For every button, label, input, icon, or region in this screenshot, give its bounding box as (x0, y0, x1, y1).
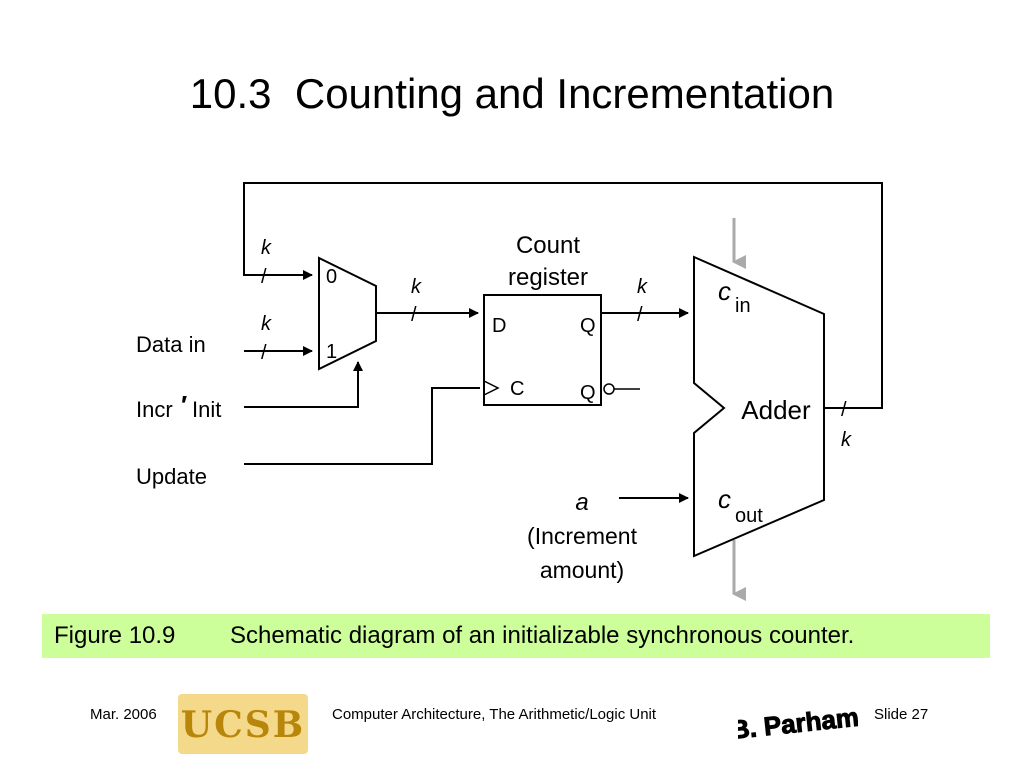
bus-slash: / (261, 266, 267, 288)
bus-slash: / (637, 304, 643, 326)
register-label-line1: Count (516, 232, 580, 259)
incr-init-wire (244, 361, 363, 408)
register-c-label: C (510, 378, 524, 400)
carry-out-c: c (718, 484, 731, 514)
carry-in-sub: in (735, 295, 751, 317)
incr-init-label-a: Incr (136, 397, 173, 422)
author-logo: B. Parhami (738, 700, 858, 745)
counter-schematic: 0 1 Count register D Q C Q Adder c in c … (136, 182, 883, 601)
adder-label: Adder (741, 395, 811, 425)
adder (693, 255, 825, 558)
footer-course: Computer Architecture, The Arithmetic/Lo… (332, 706, 657, 723)
mux-input-1-label: 1 (326, 341, 337, 363)
bus-slash: / (261, 342, 267, 364)
figure-number: Figure 10.9 (54, 622, 176, 649)
bus-width-label: k (411, 276, 422, 298)
multiplexer (318, 256, 377, 371)
bus-width-label: k (637, 276, 648, 298)
carry-in-c: c (718, 276, 731, 306)
bus-slash: / (841, 399, 847, 421)
update-label: Update (136, 464, 207, 489)
figure-caption: Figure 10.9 Schematic diagram of an init… (42, 614, 990, 658)
bus-width-label: k (261, 313, 272, 335)
bus-slash: / (411, 304, 417, 326)
q-bar-bubble (603, 383, 615, 395)
clock-triangle (483, 380, 500, 396)
update-wire (244, 387, 480, 465)
bus-width-label: k (841, 429, 852, 451)
footer-slide-number: Slide 27 (874, 706, 929, 723)
data-in-label: Data in (136, 332, 206, 357)
slide-title: 10.3 Counting and Incrementation (189, 70, 835, 117)
author-logo-text: B. Parhami (738, 701, 858, 745)
feedback-wire (243, 182, 883, 409)
register-q-bar-label: Q (580, 382, 596, 404)
register-label-line2: register (508, 264, 588, 291)
increment-label-line1: (Increment (527, 523, 638, 549)
mux-input-0-label: 0 (326, 266, 337, 288)
bus-width-label: k (261, 237, 272, 259)
incr-init-label-b: Init (192, 397, 221, 422)
carry-out-sub: out (735, 505, 763, 527)
figure-caption-text: Schematic diagram of an initializable sy… (230, 622, 855, 649)
incr-init-label-prime: ′ (181, 390, 187, 420)
footer-date: Mar. 2006 (90, 706, 157, 723)
increment-a-label: a (575, 489, 588, 516)
register-d-label: D (492, 315, 506, 337)
ucsb-logo-text: UCSB (180, 704, 306, 746)
count-register (483, 294, 602, 406)
ucsb-logo: UCSB (178, 694, 308, 754)
increment-label-line2: amount) (540, 557, 624, 583)
register-q-label: Q (580, 315, 596, 337)
